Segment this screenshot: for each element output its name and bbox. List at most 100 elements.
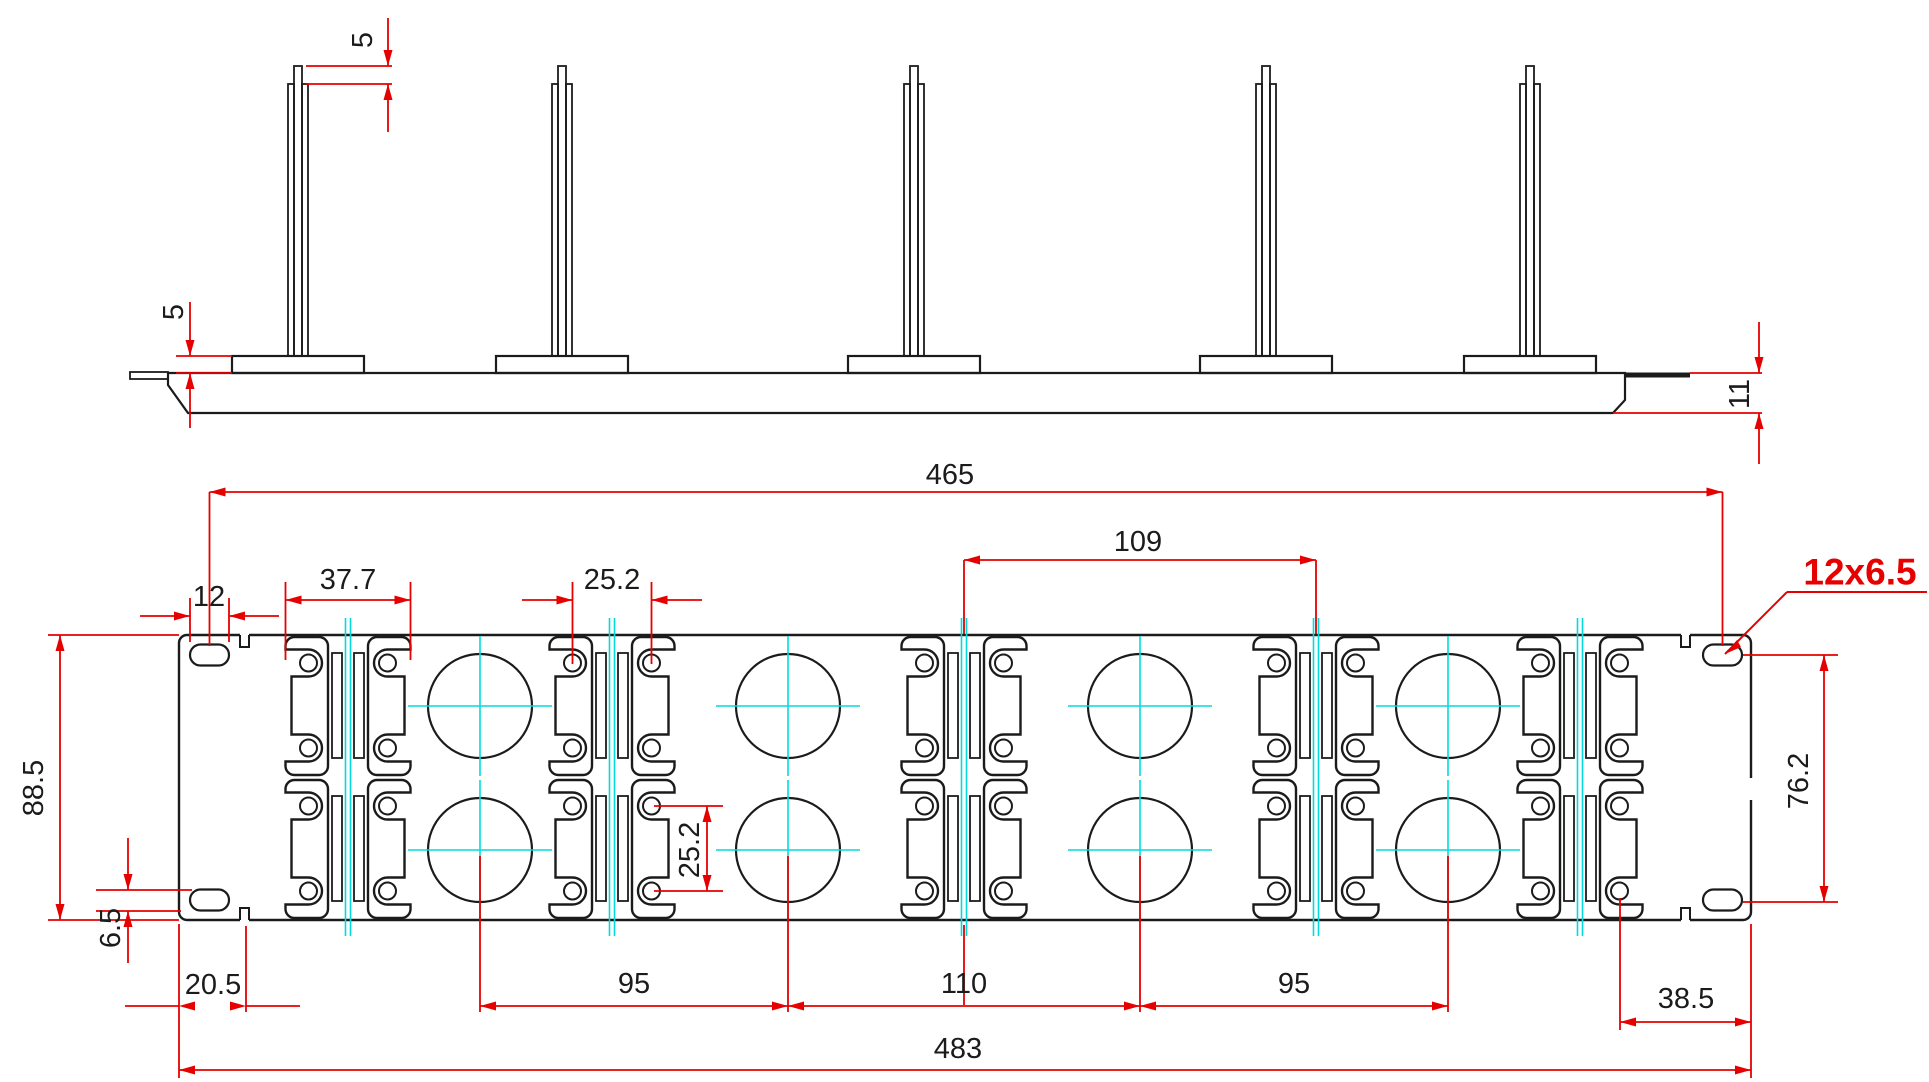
dim-text: 37.7 (320, 564, 376, 596)
center-slot (595, 795, 607, 902)
dim-arrowhead (185, 340, 195, 356)
dim-arrowhead (383, 84, 393, 100)
center-slot (595, 652, 607, 759)
center-slot (331, 652, 343, 759)
dim-arrowhead (651, 595, 668, 605)
keystone-cutout (1598, 635, 1644, 777)
top-profile-view (129, 65, 1690, 415)
dim-text: 5 (347, 32, 379, 48)
dim-text: 5 (158, 304, 190, 320)
dim-arrowhead (55, 904, 65, 920)
dim-arrowhead (229, 611, 245, 621)
latch-hole (1346, 881, 1365, 901)
dim-arrowhead (230, 1001, 246, 1011)
latch-hole (1531, 881, 1550, 901)
keystone-cutout (284, 778, 330, 920)
center-slot (1321, 652, 1333, 759)
dim-arrowhead (1735, 1065, 1751, 1075)
center-slot (969, 795, 981, 902)
edge-break (1749, 778, 1753, 800)
dim-arrowhead (1140, 1001, 1156, 1011)
center-slot (947, 795, 959, 902)
cable-manager-post (230, 65, 366, 375)
latch-hole (1346, 796, 1365, 816)
post-center-rod (909, 65, 919, 357)
dimension-lines (48, 18, 1838, 1078)
center-slot (1585, 795, 1597, 902)
keystone-cutout (982, 635, 1028, 777)
edge-notch (1680, 635, 1691, 648)
post-center-rod (1261, 65, 1271, 357)
center-slot (1563, 795, 1575, 902)
dim-arrowhead (964, 555, 980, 565)
latch-hole (378, 881, 397, 901)
keystone-module-group (1516, 635, 1644, 920)
keystone-cutout (900, 778, 946, 920)
latch-hole (299, 881, 318, 901)
dim-text: 88.5 (18, 760, 50, 816)
dim-arrowhead (383, 50, 393, 66)
latch-hole (378, 653, 397, 673)
center-slot (947, 652, 959, 759)
center-slot (353, 652, 365, 759)
center-slot (1299, 795, 1311, 902)
dim-arrowhead (788, 1001, 804, 1011)
latch-hole (378, 796, 397, 816)
dim-arrowhead (179, 1001, 195, 1011)
center-slot (1563, 652, 1575, 759)
dim-text: 20.5 (185, 969, 241, 1001)
latch-hole (563, 796, 582, 816)
dim-text: 11 (1724, 379, 1756, 409)
dim-arrowhead (1819, 886, 1829, 902)
center-slot (1321, 795, 1333, 902)
dim-text: 6.5 (95, 908, 127, 948)
keystone-cutout (366, 635, 412, 777)
center-slot (1299, 652, 1311, 759)
latch-hole (1267, 796, 1286, 816)
dim-arrowhead (123, 874, 133, 890)
latch-hole (994, 881, 1013, 901)
latch-hole (915, 796, 934, 816)
dim-arrowhead (702, 806, 712, 822)
keystone-cutout (900, 635, 946, 777)
keystone-cutout (630, 778, 676, 920)
center-slot (331, 795, 343, 902)
dim-arrowhead (1754, 413, 1764, 429)
dim-text: 109 (1114, 526, 1162, 558)
slot-size-callout: 12x6.5 (1724, 552, 1927, 655)
right-mount-lip (1625, 372, 1690, 378)
latch-hole (1346, 653, 1365, 673)
latch-hole (1346, 738, 1365, 758)
keystone-cutout (366, 778, 412, 920)
dim-arrowhead (174, 611, 190, 621)
latch-hole (1610, 738, 1629, 758)
keystone-module-group (284, 635, 412, 920)
keystone-cutout (548, 778, 594, 920)
latch-hole (1531, 796, 1550, 816)
keystone-cutout (1516, 778, 1562, 920)
keystone-cutout (1598, 778, 1644, 920)
latch-hole (1610, 796, 1629, 816)
cable-manager-post (1198, 65, 1334, 375)
dim-text: 76.2 (1783, 753, 1815, 809)
post-center-rod (1525, 65, 1535, 357)
latch-hole (994, 653, 1013, 673)
post-center-rod (293, 65, 303, 357)
dim-arrowhead (1754, 357, 1764, 373)
left-mount-lip (129, 371, 169, 380)
dim-arrowhead (209, 487, 226, 497)
center-slot (1585, 652, 1597, 759)
latch-hole (299, 796, 318, 816)
latch-hole (299, 738, 318, 758)
keystone-cutout (1252, 635, 1298, 777)
keystone-module-group (900, 635, 1028, 920)
callout-label: 12x6.5 (1803, 552, 1916, 593)
dim-arrowhead (480, 1001, 496, 1011)
dim-text: 95 (618, 968, 650, 1000)
cable-manager-post (1462, 65, 1598, 375)
dim-arrowhead (394, 595, 411, 605)
dim-text: 38.5 (1658, 983, 1714, 1015)
latch-hole (915, 653, 934, 673)
front-panel-view (177, 632, 1753, 923)
